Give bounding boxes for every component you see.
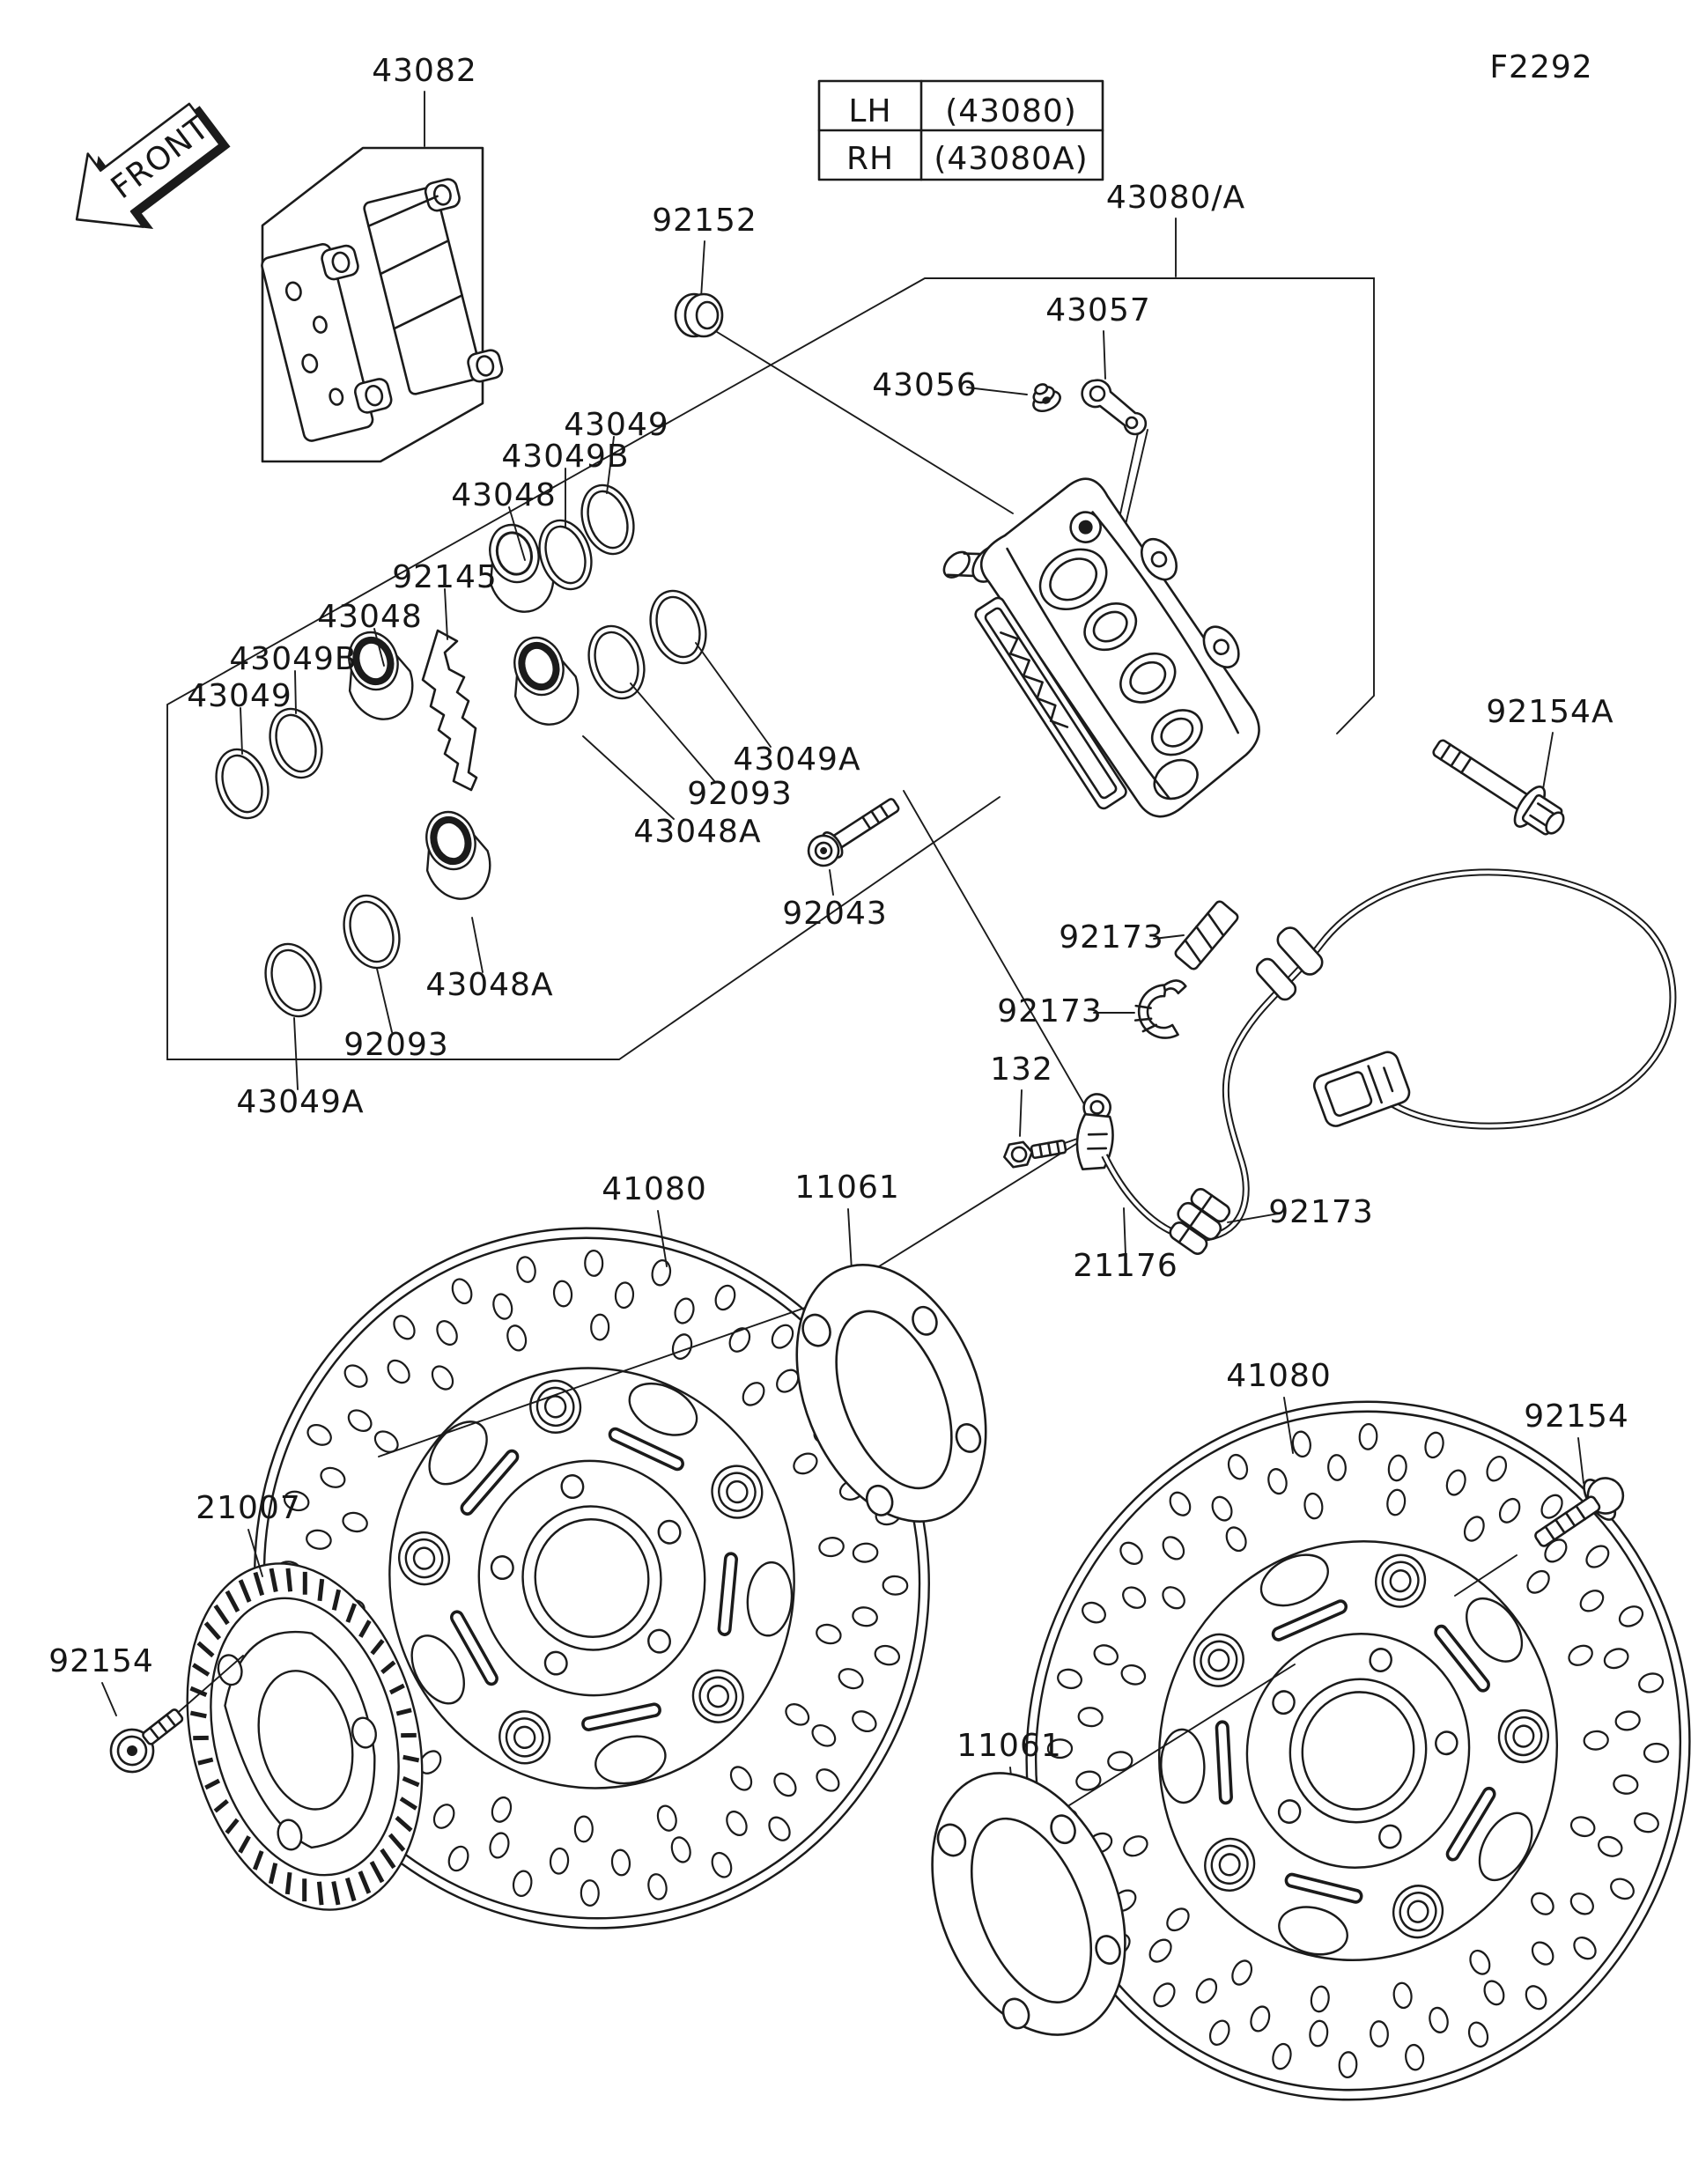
bleeder-valve-43056 xyxy=(966,383,1061,413)
hub-gasket-top xyxy=(795,1264,987,1523)
legend-row1-side: RH xyxy=(846,141,894,177)
leader-caliper-to-sensor xyxy=(903,790,1098,1128)
leader-92154a xyxy=(1542,732,1554,790)
leader-43057-v2 xyxy=(1124,429,1148,529)
caliper-group-boundary xyxy=(166,277,1375,1060)
leader-92154-right xyxy=(1577,1437,1584,1484)
callout-41080-right: 41080 xyxy=(1226,1358,1332,1394)
leader-92152-long xyxy=(709,327,1014,514)
brake-pad-kit-box xyxy=(261,91,504,463)
wheel-speed-sensor xyxy=(1075,1093,1114,1170)
callout-41080-left: 41080 xyxy=(602,1171,707,1207)
callout-92173-low: 92173 xyxy=(1268,1194,1374,1230)
callout-43049-left: 43049 xyxy=(187,678,292,714)
legend-row0-part: (43080) xyxy=(945,93,1077,129)
leader-21007 xyxy=(247,1529,263,1577)
callout-43080a: 43080/A xyxy=(1106,180,1245,216)
harness-grommet-92173-low xyxy=(1169,1188,1231,1255)
leader-43048a-bottom xyxy=(471,917,484,973)
callout-92154-left: 92154 xyxy=(48,1643,154,1679)
legend-row1-part: (43080A) xyxy=(934,141,1088,177)
figure-code: F2292 xyxy=(1489,49,1592,85)
leader-41080-left xyxy=(657,1210,668,1267)
callout-92093-right: 92093 xyxy=(687,776,793,812)
callout-43048a-bottom: 43048A xyxy=(425,967,553,1003)
disc-screw-92154-right xyxy=(1454,1437,1625,1597)
leader-43049-left xyxy=(240,707,243,755)
harness-clip-92173-top xyxy=(1174,900,1239,970)
pad-pin-plug-92152 xyxy=(674,240,1014,514)
leader-41080-right xyxy=(1283,1397,1294,1454)
leader-132 xyxy=(1019,1089,1023,1137)
callout-92043: 92043 xyxy=(782,896,888,932)
leader-92093-right xyxy=(630,682,716,783)
sensor-bolt-132 xyxy=(1003,1139,1067,1169)
callout-43049b-top: 43049B xyxy=(501,439,629,475)
callout-11061-top: 11061 xyxy=(794,1169,900,1206)
callout-43082: 43082 xyxy=(372,53,477,89)
callout-43049-top: 43049 xyxy=(564,407,669,443)
callout-92173-top: 92173 xyxy=(1059,919,1164,956)
caliper-mount-bolt-92154a xyxy=(1432,732,1565,836)
leader-92173-low xyxy=(1227,1213,1280,1223)
leader-92043 xyxy=(829,869,834,896)
callout-21176: 21176 xyxy=(1073,1248,1178,1284)
callout-43056: 43056 xyxy=(872,367,978,403)
legend-row0-side: LH xyxy=(848,93,891,129)
leader-43048-top xyxy=(508,506,526,561)
harness-clamp-92173-mid xyxy=(1133,979,1187,1039)
callout-21007: 21007 xyxy=(196,1490,301,1526)
leader-screw-to-tone-ring xyxy=(172,1655,244,1718)
callout-92154-right: 92154 xyxy=(1524,1398,1629,1435)
brake-caliper xyxy=(942,477,1260,818)
brake-disc-left xyxy=(254,1227,930,1929)
callout-43049b-left: 43049B xyxy=(229,641,357,677)
leader-43049-top xyxy=(606,436,615,494)
leader-43049a-right xyxy=(695,642,772,748)
leader-92145 xyxy=(444,588,448,640)
callout-43048a-right: 43048A xyxy=(633,814,761,850)
leader-43049b-left xyxy=(294,670,297,714)
hub-gasket-bottom xyxy=(931,1772,1126,2036)
leader-43057 xyxy=(1103,330,1106,380)
leader-43048-left xyxy=(373,628,385,667)
leader-43056 xyxy=(966,387,1028,395)
callout-43049a-bottom: 43049A xyxy=(236,1084,364,1120)
mount-bolt-92043 xyxy=(807,798,900,896)
abs-sensor-assembly xyxy=(1003,868,1677,1256)
callout-132: 132 xyxy=(990,1051,1053,1088)
callout-43048-top: 43048 xyxy=(451,477,557,513)
leader-92093-bottom xyxy=(376,968,393,1033)
leader-92154-left xyxy=(101,1682,117,1716)
leader-screw-to-disc xyxy=(1454,1554,1517,1597)
front-direction-arrow: FRONT xyxy=(75,102,231,229)
callout-43057: 43057 xyxy=(1045,292,1151,328)
leader-43048a-right xyxy=(582,735,675,820)
callout-92173-mid: 92173 xyxy=(997,993,1103,1029)
callout-92093-bottom: 92093 xyxy=(343,1027,449,1063)
brake-pad-right xyxy=(363,178,504,395)
callout-43049a-right: 43049A xyxy=(733,742,860,778)
callout-92154a: 92154A xyxy=(1486,694,1613,730)
leader-92152 xyxy=(700,240,705,299)
leader-gasket-top-to-disc xyxy=(378,1301,823,1457)
callout-11061-bottom: 11061 xyxy=(956,1728,1062,1764)
leader-43049a-bottom xyxy=(293,1017,299,1090)
leader-21176 xyxy=(1123,1207,1126,1256)
pad-spring-92145 xyxy=(421,629,478,792)
leader-92173-top xyxy=(1153,934,1185,940)
sensor-connector xyxy=(1312,1051,1411,1127)
brake-disc-right xyxy=(1025,1400,1691,2101)
legend-table: LH (43080) RH (43080A) xyxy=(817,79,1104,181)
seal-kit-parts xyxy=(215,483,707,1018)
sensor-cable-highlight xyxy=(1103,870,1675,1240)
abs-tone-ring xyxy=(186,1562,424,1911)
callout-92145: 92145 xyxy=(392,559,498,595)
tone-ring-screw-92154-left xyxy=(101,1655,244,1774)
callout-43048-left: 43048 xyxy=(317,599,423,635)
brake-pad-left xyxy=(261,243,393,442)
callout-92152: 92152 xyxy=(652,203,757,239)
